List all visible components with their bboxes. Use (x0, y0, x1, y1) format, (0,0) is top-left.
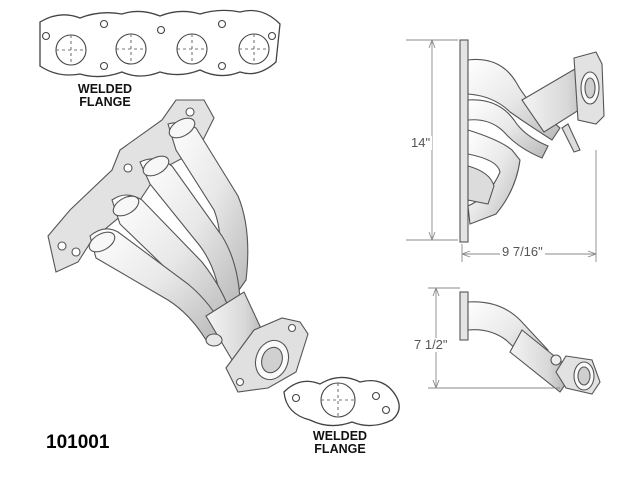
side-view (459, 291, 601, 395)
height-dimension-label: 14" (409, 135, 433, 151)
bottom-flange-label: WELDED FLANGE (300, 430, 380, 455)
side-height-dimension-label: 7 1/2" (412, 337, 450, 353)
front-view (459, 39, 605, 243)
top-flange-label: WELDED FLANGE (70, 83, 140, 108)
side-view-dimensions (428, 287, 560, 389)
bolt-holes (41, 19, 277, 71)
width-dimension-label: 9 7/16" (500, 244, 545, 260)
part-number: 101001 (46, 432, 110, 453)
header-3d-view (47, 99, 309, 393)
bottom-flange-gasket (283, 376, 400, 427)
port-holes (55, 33, 270, 66)
top-flange-gasket (39, 9, 281, 78)
bottom-flange-label-line1: WELDED (312, 429, 368, 443)
top-flange-label-line1: WELDED (77, 82, 133, 96)
bottom-flange-label-line2: FLANGE (314, 441, 366, 456)
top-flange-label-line2: FLANGE (79, 94, 131, 109)
